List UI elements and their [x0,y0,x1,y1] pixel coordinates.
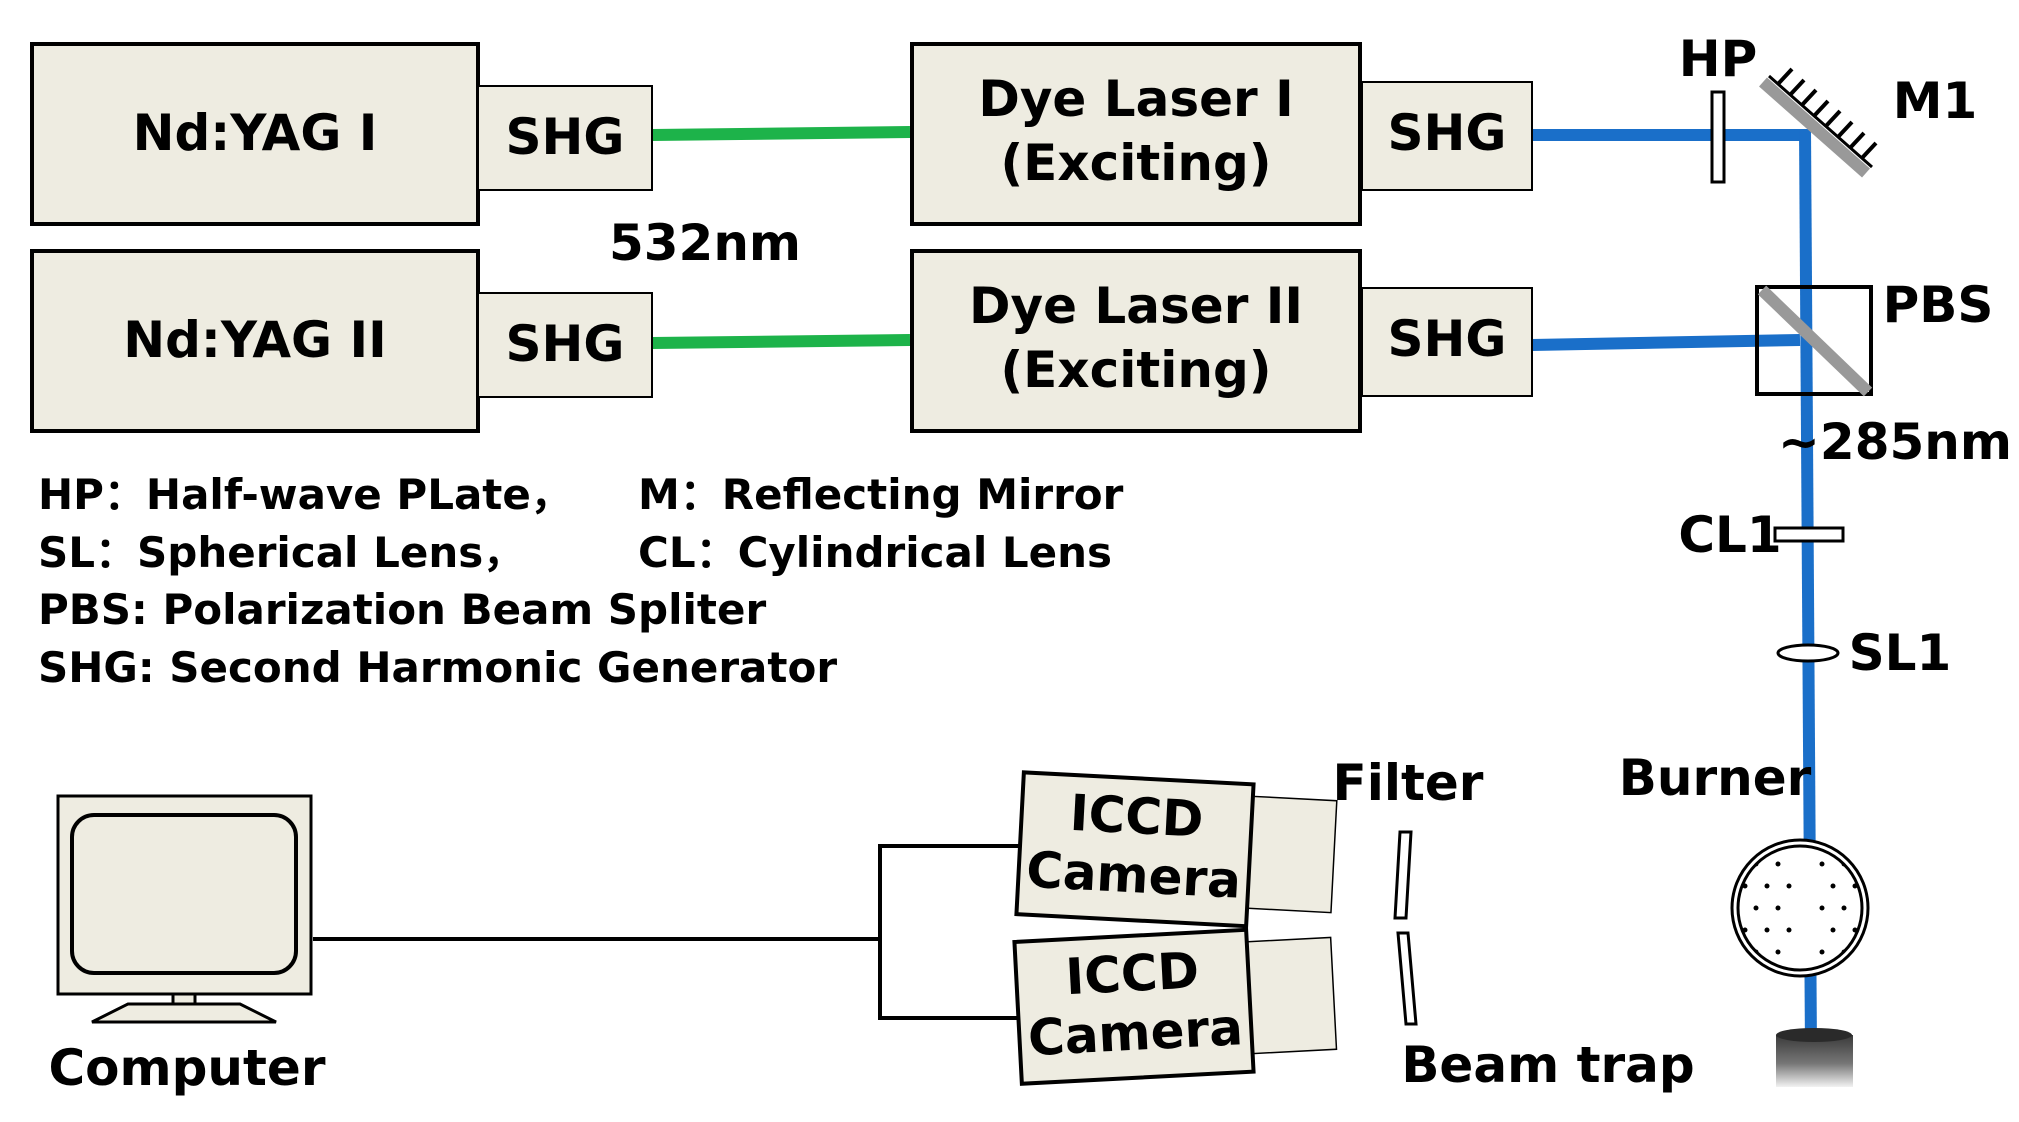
m1-label: M1 [1893,72,1978,130]
ndyag-laser-2: Nd:YAG II [30,249,480,433]
filter-label: Filter [1333,754,1484,812]
beam-trap [1776,1028,1853,1087]
pbs-label: PBS [1883,276,1994,334]
uv-beam-2 [1531,334,1801,351]
ndyag2-label: Nd:YAG II [123,311,386,369]
camera-cables [313,844,1020,1020]
abbreviation-legend: HP：Half-wave PLate， M：Reflecting Mirror … [38,470,1124,692]
legend-pbs: PBS: Polarization Beam Spliter [38,585,766,634]
shg-module-1: SHG [477,85,653,191]
computer-label: Computer [48,1039,325,1097]
dye-laser-2-name: Dye Laser II [969,277,1303,335]
shg-label-3: SHG [1388,104,1507,162]
dye-laser-2: Dye Laser II (Exciting) [910,249,1362,433]
beam-trap-label: Beam trap [1401,1036,1694,1094]
shg-module-3: SHG [1361,81,1533,191]
shg-label-2: SHG [506,315,625,373]
ndyag1-label: Nd:YAG I [133,104,378,162]
wavelength-532-label: 532nm [609,214,801,272]
mirror-m1 [1759,67,1878,178]
shg-module-2: SHG [477,292,653,398]
shg-module-4: SHG [1361,287,1533,397]
iccd-camera-1-label-1: ICCD [1069,784,1205,849]
legend-cl: CL：Cylindrical Lens [638,528,1112,577]
legend-hp: HP：Half-wave PLate， [38,470,573,519]
filter [1393,830,1418,1026]
iccd-camera-2-label-2: Camera [1027,998,1245,1067]
legend-sl: SL：Spherical Lens， [38,528,525,577]
iccd-camera-2-label-1: ICCD [1064,941,1200,1006]
wavelength-285-label: ~285nm [1778,413,2012,471]
green-beam-2 [651,334,911,349]
green-beam-1 [651,126,911,141]
dye-laser-1-mode: (Exciting) [1000,134,1271,192]
dye-laser-1-name: Dye Laser I [978,70,1293,128]
polarization-beam-splitter [1755,285,1873,397]
half-wave-plate [1710,90,1726,184]
burner-label: Burner [1619,749,1812,807]
iccd-camera-1-label-2: Camera [1025,841,1243,910]
cl1-label: CL1 [1678,506,1781,564]
spherical-lens-sl1 [1776,643,1840,663]
dye-laser-1: Dye Laser I (Exciting) [910,42,1362,226]
sl1-label: SL1 [1849,624,1952,682]
burner [1730,838,1870,978]
computer-monitor-icon [56,794,313,1024]
shg-label-4: SHG [1388,310,1507,368]
legend-m: M：Reflecting Mirror [638,470,1124,519]
shg-label-1: SHG [506,108,625,166]
iccd-camera-2: ICCD Camera [1012,927,1338,1086]
iccd-camera-1: ICCD Camera [1014,770,1338,929]
cylindrical-lens-cl1 [1773,526,1845,543]
dye-laser-2-mode: (Exciting) [1000,341,1271,399]
legend-shg: SHG: Second Harmonic Generator [38,643,837,692]
hp-label: HP [1679,30,1758,88]
ndyag-laser-1: Nd:YAG I [30,42,480,226]
